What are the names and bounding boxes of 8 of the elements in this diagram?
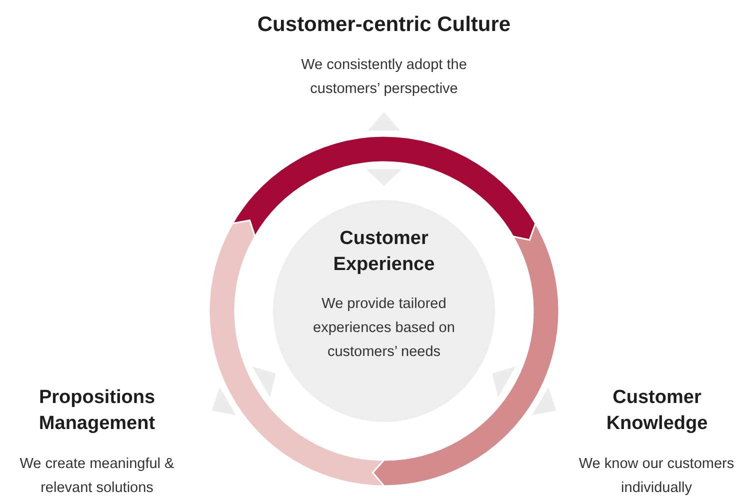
heading: Customer-centric Culture <box>256 12 512 38</box>
subtitle: We consistently adopt the customers’ perspective <box>300 56 468 99</box>
center-heading: Customer Experience <box>332 227 436 277</box>
left-heading: Propositions Management <box>38 386 156 436</box>
right-heading: Customer Knowledge <box>605 386 709 436</box>
right-description: We know our customers individually <box>578 455 736 496</box>
center-description: We provide tailored experiences based on customers’ needs <box>312 295 456 362</box>
left-description: We create meaningful & relevant solutions <box>18 455 176 496</box>
